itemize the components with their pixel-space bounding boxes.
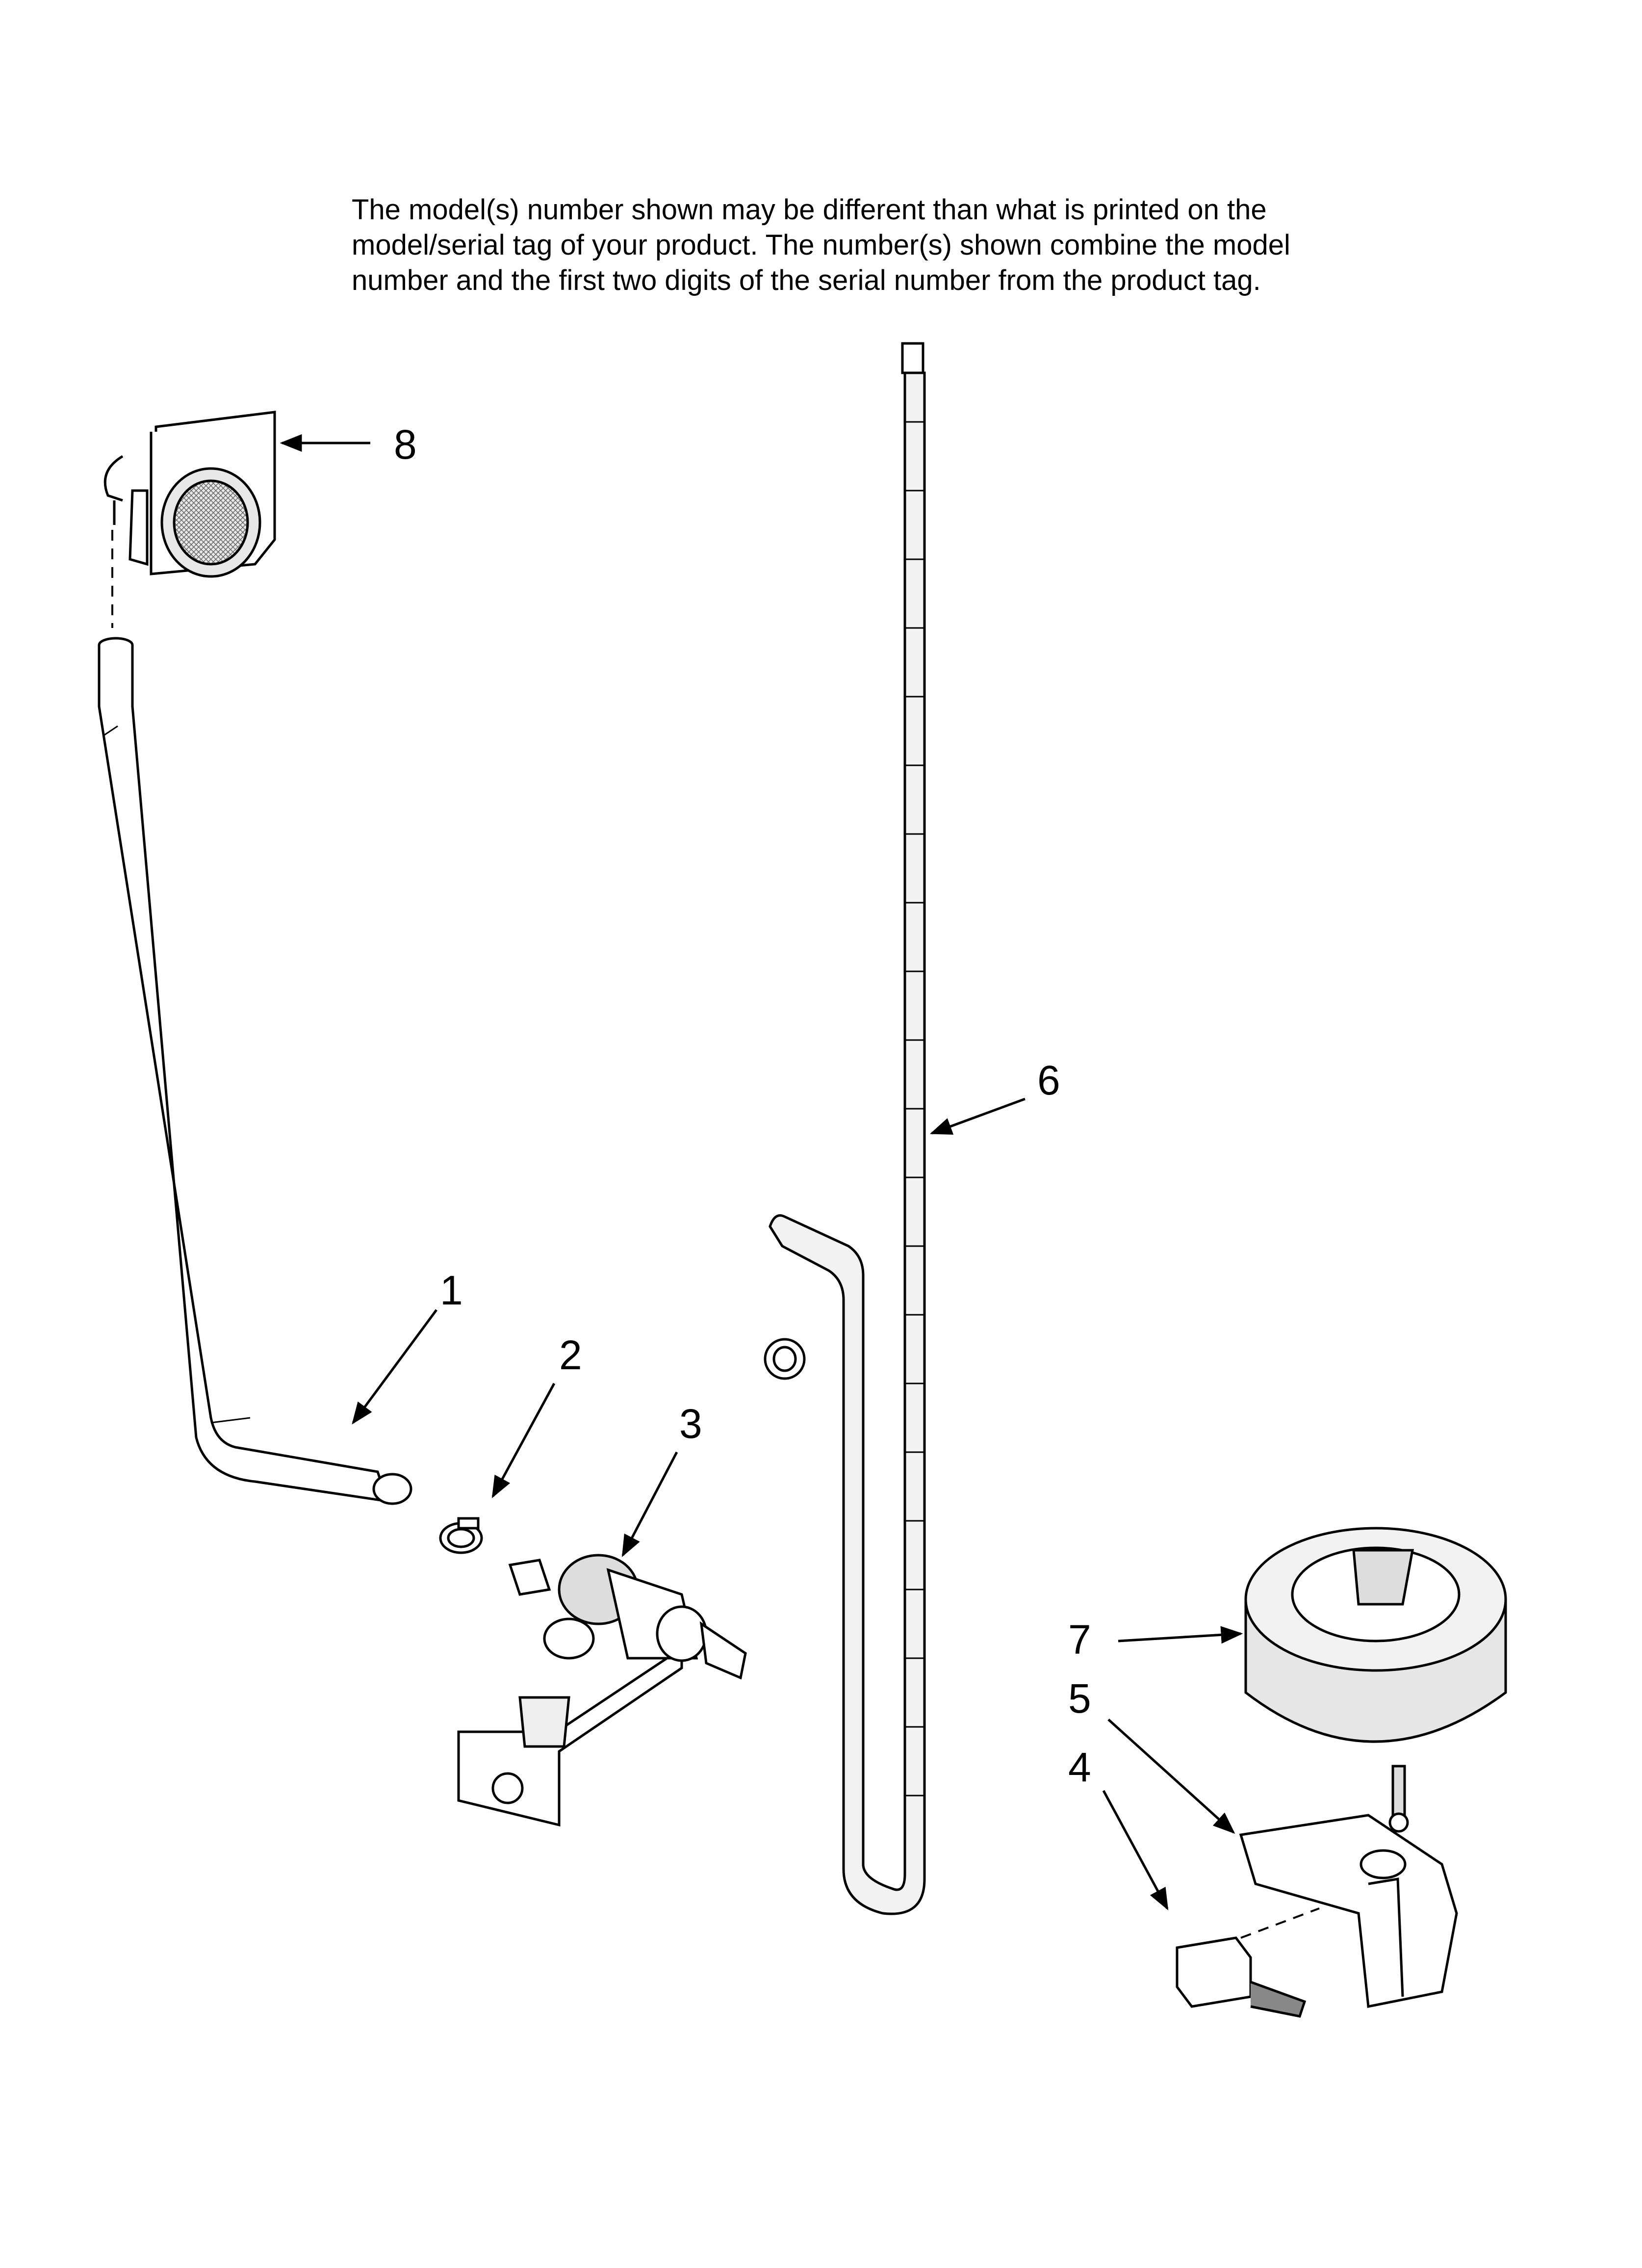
part-6-spiral-tube xyxy=(764,342,926,1915)
leader-6 xyxy=(929,1097,1026,1135)
model-number-note: The model(s) number shown may be differe… xyxy=(352,192,1480,298)
leader-5 xyxy=(1107,1719,1235,1834)
note-line-1: The model(s) number shown may be differe… xyxy=(352,194,1267,226)
note-line-2: model/serial tag of your product. The nu… xyxy=(352,229,1290,261)
leader-3 xyxy=(621,1451,678,1557)
part-7-float xyxy=(1244,1527,1507,1833)
part-4-micro-switch xyxy=(1176,1907,1320,2018)
callout-8: 8 xyxy=(394,421,417,468)
leader-1 xyxy=(352,1309,438,1425)
callout-6: 6 xyxy=(1037,1057,1060,1103)
callout-3: 3 xyxy=(679,1401,702,1447)
callout-5: 5 xyxy=(1068,1675,1091,1721)
part-1-tube xyxy=(98,637,412,1505)
leader-4 xyxy=(1102,1790,1169,1910)
callout-1: 1 xyxy=(440,1267,463,1313)
part-5-switch-bracket xyxy=(1239,1814,1458,2008)
note-line-3: number and the first two digits of the s… xyxy=(352,264,1261,296)
leader-arrows xyxy=(280,434,1243,1910)
part-3-water-valve xyxy=(457,1554,747,1827)
leader-7 xyxy=(1118,1626,1243,1644)
callout-7: 7 xyxy=(1068,1616,1091,1663)
part-8-vent-housing xyxy=(103,411,276,628)
part-2-clamp xyxy=(439,1517,483,1554)
callout-2: 2 xyxy=(559,1332,582,1378)
callout-4: 4 xyxy=(1068,1744,1091,1790)
leader-2 xyxy=(491,1382,556,1498)
